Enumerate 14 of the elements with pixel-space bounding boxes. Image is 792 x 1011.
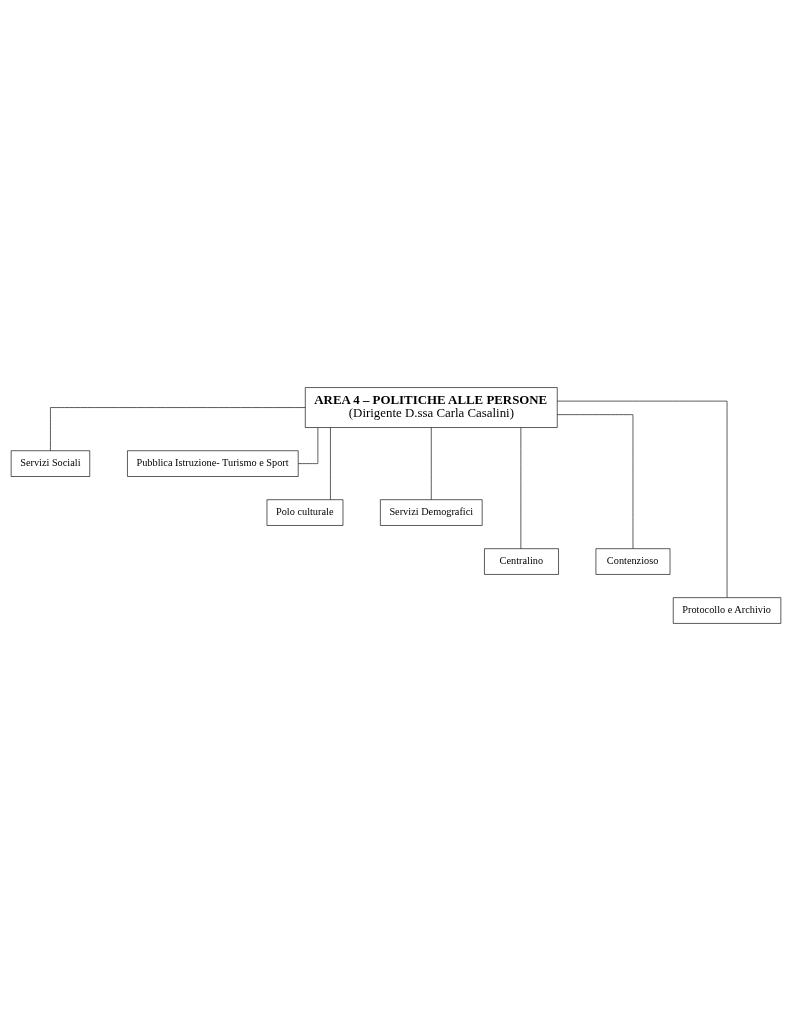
connector [430, 427, 432, 500]
node-box: Contenzioso [595, 548, 671, 575]
connector [330, 427, 331, 500]
node-box: Protocollo e Archivio [672, 597, 782, 624]
node-box: Servizi Sociali [10, 450, 91, 477]
connector [520, 427, 522, 549]
node-box: AREA 4 – POLITICHE ALLE PERSONE (Dirigente D.ssa Carla Casalini) [305, 387, 558, 428]
node-box: Pubblica Istruzione- Turismo e Sport [127, 450, 299, 477]
connector [298, 427, 319, 464]
node-box: Servizi Demografici [380, 499, 483, 526]
node-box: Centralino [484, 548, 559, 575]
connector [556, 414, 634, 549]
node-box: Polo culturale [266, 499, 344, 526]
connector [50, 407, 306, 451]
